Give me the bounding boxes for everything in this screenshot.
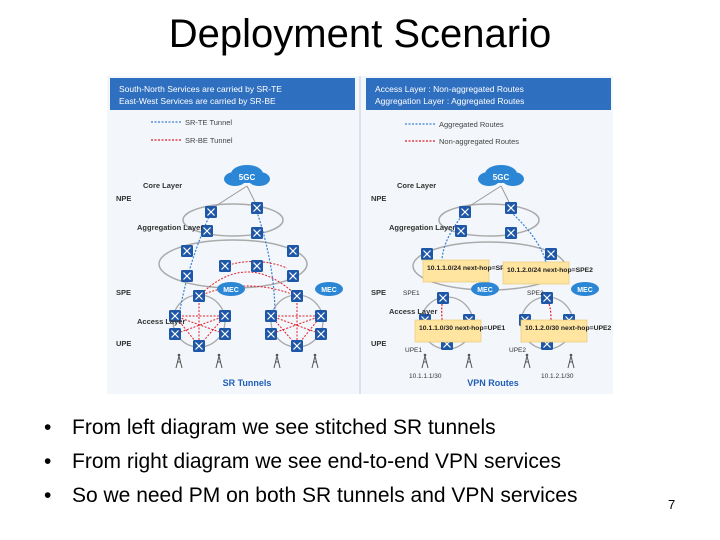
left-caption: SR Tunnels xyxy=(223,378,272,388)
bullet-text-3: So we need PM on both SR tunnels and VPN… xyxy=(72,484,578,507)
address-label-2: 10.1.2.1/30 xyxy=(541,373,574,380)
bullet-list: •From left diagram we see stitched SR tu… xyxy=(44,414,577,516)
legend-non-aggregated-routes: Non-aggregated Routes xyxy=(439,137,519,146)
right-caption: VPN Routes xyxy=(467,378,519,388)
legend-aggregated-routes: Aggregated Routes xyxy=(439,120,504,129)
right-mec-label-1: MEC xyxy=(477,287,493,294)
right-header-line-1: Access Layer : Non-aggregated Routes xyxy=(375,84,524,94)
route-box-upe1: 10.1.1.0/30 next-hop=UPE1 xyxy=(419,325,506,332)
left-access-layer-label: Access Layer xyxy=(137,317,185,326)
right-panel: Access Layer : Non-aggregated Routes Agg… xyxy=(366,78,612,388)
mec-server-icon: MEC xyxy=(471,282,499,296)
cloud-icon: 5GC xyxy=(224,165,270,186)
left-mec-label-2: MEC xyxy=(321,287,337,294)
mec-server-icon: MEC xyxy=(217,282,245,296)
device-label-spe1: SPE1 xyxy=(403,290,420,297)
device-label-upe2: UPE2 xyxy=(509,347,526,354)
left-panel: South-North Services are carried by SR-T… xyxy=(110,78,355,388)
deployment-diagram: South-North Services are carried by SR-T… xyxy=(107,76,613,394)
right-aggregation-layer-label: Aggregation Layer xyxy=(389,223,455,232)
route-box-upe2: 10.1.2.0/30 next-hop=UPE2 xyxy=(525,325,612,332)
right-access-layer-label: Access Layer xyxy=(389,307,437,316)
left-upe-label: UPE xyxy=(116,339,131,348)
left-mec-label-1: MEC xyxy=(223,287,239,294)
legend-sr-te-tunnel: SR-TE Tunnel xyxy=(185,118,232,127)
bullet-item: •So we need PM on both SR tunnels and VP… xyxy=(44,482,577,516)
left-header-bar xyxy=(110,78,355,110)
right-cloud-label: 5GC xyxy=(493,173,510,182)
bullet-item: •From left diagram we see stitched SR tu… xyxy=(44,414,577,448)
page-number: 7 xyxy=(668,497,676,512)
slide-title: Deployment Scenario xyxy=(168,12,552,56)
cloud-icon: 5GC xyxy=(478,165,524,186)
right-header-line-2: Aggregation Layer : Aggregated Routes xyxy=(375,96,524,106)
left-cloud-label: 5GC xyxy=(239,173,256,182)
right-upe-label: UPE xyxy=(371,339,386,348)
right-mec-label-2: MEC xyxy=(577,287,593,294)
left-header-line-1: South-North Services are carried by SR-T… xyxy=(119,84,282,94)
bullet-text-1: From left diagram we see stitched SR tun… xyxy=(72,416,496,439)
device-label-upe1: UPE1 xyxy=(405,347,422,354)
legend-sr-be-tunnel: SR-BE Tunnel xyxy=(185,136,233,145)
left-spe-label: SPE xyxy=(116,288,131,297)
device-label-spe2: SPE2 xyxy=(527,290,544,297)
bullet-text-2: From right diagram we see end-to-end VPN… xyxy=(72,450,562,473)
left-npe-label: NPE xyxy=(116,194,131,203)
right-core-layer-label: Core Layer xyxy=(397,181,436,190)
left-aggregation-layer-label: Aggregation Layer xyxy=(137,223,203,232)
mec-server-icon: MEC xyxy=(315,282,343,296)
route-box-spe1: 10.1.1.0/24 next-hop=SPE1 xyxy=(427,265,513,272)
right-npe-label: NPE xyxy=(371,194,386,203)
bullet-item: •From right diagram we see end-to-end VP… xyxy=(44,448,577,482)
right-spe-label: SPE xyxy=(371,288,386,297)
mec-server-icon: MEC xyxy=(571,282,599,296)
address-label-1: 10.1.1.1/30 xyxy=(409,373,442,380)
route-box-spe2: 10.1.2.0/24 next-hop=SPE2 xyxy=(507,267,593,274)
right-header-bar xyxy=(366,78,611,110)
left-core-layer-label: Core Layer xyxy=(143,181,182,190)
left-header-line-2: East-West Services are carried by SR-BE xyxy=(119,96,276,106)
